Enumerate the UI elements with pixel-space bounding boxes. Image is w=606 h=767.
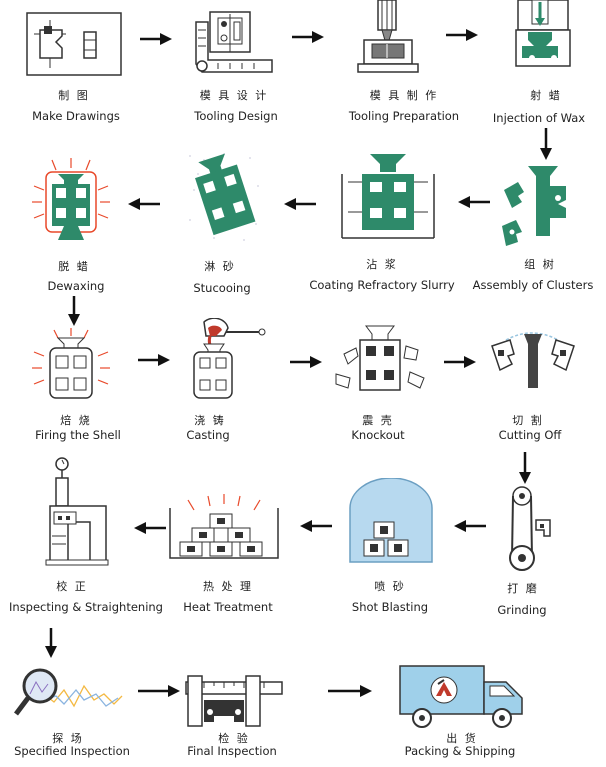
arrow-right-icon [292, 31, 324, 43]
heat-treatment-icon [168, 494, 280, 566]
cutting-off-icon [488, 330, 578, 394]
step-label-cn: 切 割 [512, 414, 544, 427]
arrow-left-icon [454, 520, 486, 532]
step-label-cn: 打 磨 [507, 582, 539, 595]
step-label-en: Casting [186, 428, 230, 442]
step-label-cn: 震 壳 [362, 414, 394, 427]
arrow-right-icon [446, 29, 478, 41]
arrow-down-icon [519, 452, 531, 484]
tooling-preparation-icon [356, 0, 420, 74]
step-label-en: Knockout [351, 428, 405, 442]
step-label-cn: 探 场 [52, 732, 84, 745]
step-label-cn: 焙 烧 [60, 414, 92, 427]
step-label-cn: 校 正 [56, 580, 88, 593]
arrow-down-icon [540, 128, 552, 160]
step-label-cn: 沾 浆 [366, 258, 398, 271]
arrow-left-icon [458, 196, 490, 208]
step-label-cn: 组 树 [524, 258, 556, 271]
step-label-en: Cutting Off [498, 428, 562, 442]
step-label-cn: 喷 砂 [374, 580, 406, 593]
firing-shell-icon [30, 328, 112, 404]
dewaxing-icon [30, 156, 112, 246]
grinding-icon [498, 484, 560, 574]
casting-icon [186, 318, 266, 404]
step-label-cn: 射 蜡 [530, 89, 562, 102]
step-label-cn: 脱 蜡 [58, 260, 90, 273]
make-drawings-icon [26, 12, 122, 76]
straightening-press-icon [40, 456, 112, 566]
step-label-en: Shot Blasting [351, 600, 429, 614]
step-label-en: Tooling Preparation [348, 109, 460, 123]
injection-of-wax-icon [510, 0, 576, 74]
arrow-right-icon [444, 356, 476, 368]
step-label-en: Coating Refractory Slurry [309, 278, 455, 292]
arrow-left-icon [300, 520, 332, 532]
step-label-cn: 模 具 制 作 [369, 89, 439, 102]
step-label-en: Stucooing [193, 281, 251, 295]
arrow-left-icon [284, 198, 316, 210]
step-label-en: Firing the Shell [35, 428, 121, 442]
arrow-left-icon [128, 198, 160, 210]
arrow-right-icon [328, 685, 372, 697]
knockout-icon [330, 324, 430, 400]
step-label-cn: 检 验 [218, 732, 250, 745]
arrow-right-icon [290, 356, 322, 368]
step-label-cn: 模 具 设 计 [199, 89, 269, 102]
step-label-cn: 制 图 [58, 89, 90, 102]
step-label-en: Inspecting & Straightening [9, 600, 163, 614]
step-label-en: Specified Inspection [14, 744, 130, 758]
step-label-en: Make Drawings [32, 109, 120, 123]
step-label-cn: 浇 铸 [194, 414, 226, 427]
step-label-en: Injection of Wax [492, 111, 586, 125]
arrow-left-icon [134, 522, 166, 534]
final-inspection-caliper-icon [184, 672, 284, 730]
assembly-of-clusters-icon [498, 160, 582, 252]
shipping-truck-icon [398, 662, 526, 728]
arrow-down-icon [68, 296, 80, 326]
step-label-en: Assembly of Clusters [472, 278, 594, 292]
step-label-en: Packing & Shipping [404, 744, 516, 758]
step-label-en: Tooling Design [194, 109, 278, 123]
arrow-right-icon [138, 354, 170, 366]
arrow-right-icon [140, 33, 172, 45]
step-label-cn: 出 货 [446, 732, 478, 745]
tooling-design-icon [194, 8, 274, 80]
arrow-down-icon [45, 628, 57, 658]
step-label-en: Dewaxing [47, 279, 105, 293]
shot-blasting-icon [346, 478, 436, 564]
stucco-icon [184, 150, 264, 244]
step-label-en: Grinding [497, 603, 547, 617]
arrow-right-icon [138, 685, 180, 697]
step-label-cn: 淋 砂 [204, 260, 236, 273]
step-label-en: Heat Treatment [183, 600, 273, 614]
step-label-cn: 热 处 理 [203, 580, 253, 593]
specified-inspection-icon [14, 664, 134, 722]
step-label-en: Final Inspection [187, 744, 277, 758]
coating-slurry-icon [338, 152, 438, 240]
